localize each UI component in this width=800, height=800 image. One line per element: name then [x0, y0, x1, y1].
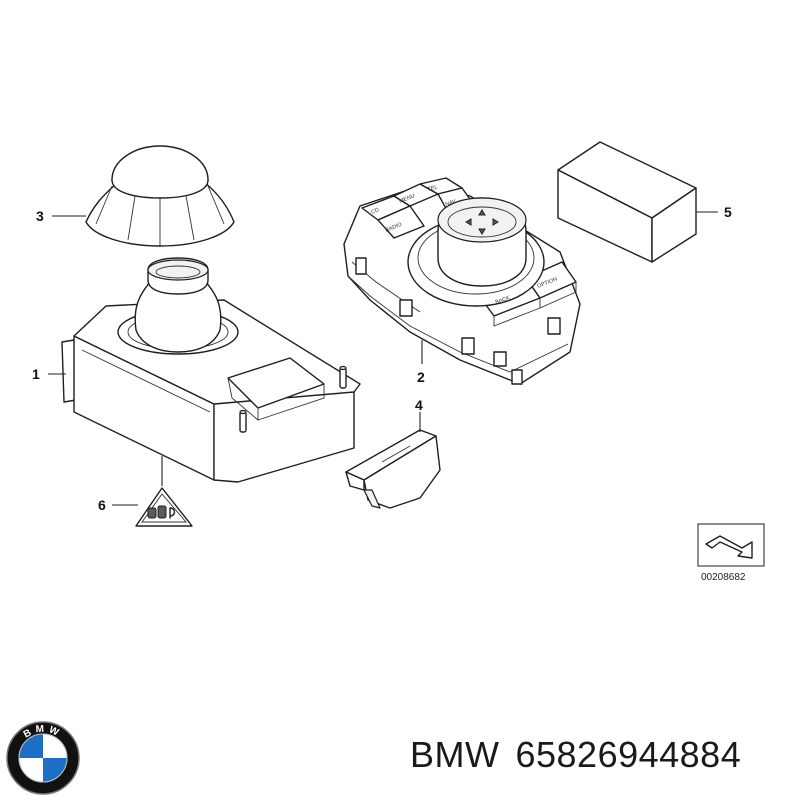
part-number-footer: BMW 65826944884 [410, 734, 741, 776]
reference-frame: 00208682 [697, 523, 765, 583]
button-label-cd: CD [371, 207, 381, 216]
part-6-warning-label [135, 487, 193, 527]
callout-5: 5 [724, 204, 732, 220]
callout-1: 1 [32, 366, 40, 382]
button-label-back: BACK [495, 295, 511, 306]
callouts: 3 1 2 4 5 6 [32, 204, 732, 513]
callout-2: 2 [417, 369, 425, 385]
callout-6: 6 [98, 497, 106, 513]
part-2-controller: CD MENU TEL RADIO NAV BACK OPTION [343, 177, 581, 385]
part-3-knob-cover [85, 145, 235, 247]
bmw-logo: BMW [6, 721, 80, 795]
callout-4: 4 [415, 397, 423, 413]
button-label-nav: NAV [445, 199, 458, 208]
part-5-box [557, 141, 697, 263]
callout-3: 3 [36, 208, 44, 224]
footer-part-number: 65826944884 [515, 734, 742, 775]
footer-brand: BMW [410, 734, 500, 775]
reference-code: 00208682 [701, 572, 746, 583]
part-4-clip [345, 429, 441, 509]
part-1-console-housing [61, 257, 361, 483]
button-label-tel: TEL [427, 185, 438, 193]
button-label-menu: MENU [399, 193, 416, 205]
